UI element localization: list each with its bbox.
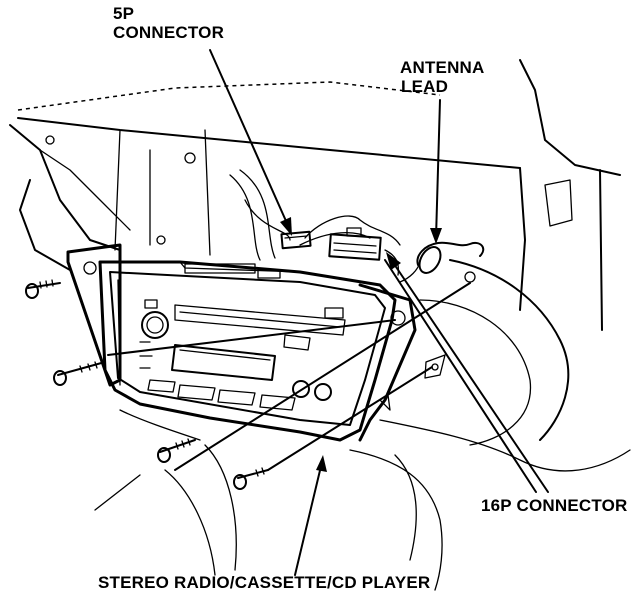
5p-connector-label-line2: CONNECTOR [113, 23, 225, 42]
screw-4 [233, 467, 269, 490]
dashboard-outline [9, 59, 631, 591]
16p-connector [328, 227, 382, 261]
leader-lines [107, 282, 471, 471]
screw-2 [53, 361, 106, 386]
screw-1 [25, 279, 61, 299]
antenna-lead-label: ANTENNA LEAD [400, 58, 485, 96]
stereo-unit [98, 260, 397, 442]
antenna-lead [399, 241, 485, 283]
mounting-bracket [66, 243, 446, 442]
arrow-5p [209, 49, 292, 236]
5p-connector-label-line1: 5P [113, 4, 135, 23]
arrow-16p [384, 252, 549, 493]
5p-connector-label: 5P CONNECTOR [113, 4, 224, 42]
arrow-player [294, 455, 327, 576]
antenna-lead-label-line2: LEAD [401, 77, 449, 96]
arrow-antenna [430, 99, 442, 244]
antenna-lead-label-line1: ANTENNA [400, 58, 485, 77]
16p-connector-label: 16P CONNECTOR [481, 496, 628, 515]
screw-3 [157, 438, 196, 463]
5p-connector [280, 230, 312, 250]
stereo-player-label: STEREO RADIO/CASSETTE/CD PLAYER [98, 573, 431, 592]
